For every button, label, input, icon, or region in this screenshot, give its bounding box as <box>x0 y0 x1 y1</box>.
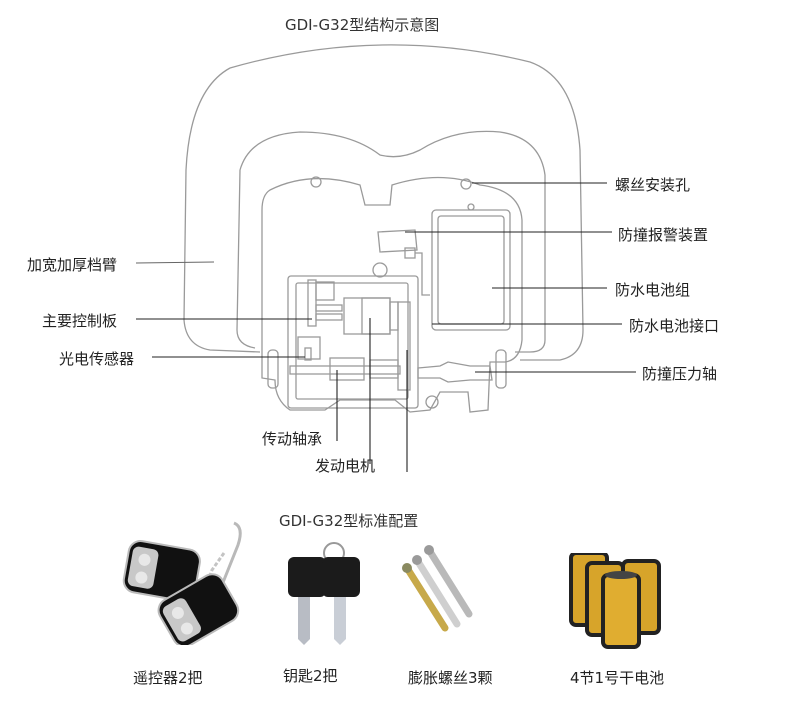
label-battery-port: 防水电池接口 <box>629 317 720 335</box>
photo-sensor <box>297 336 321 360</box>
key-icon <box>288 542 360 645</box>
pressure-shaft <box>417 361 493 383</box>
accessories-title: GDI-G32型标准配置 <box>279 512 419 530</box>
alarm-device <box>377 229 418 253</box>
label-photo-sensor: 光电传感器 <box>59 350 135 368</box>
remote-label: 遥控器2把 <box>133 669 203 687</box>
mounting-plate-outline <box>261 176 523 413</box>
inner-arm-outline <box>236 130 546 353</box>
label-arm: 加宽加厚档臂 <box>27 256 118 274</box>
bearing <box>329 357 365 381</box>
control-board <box>307 279 317 327</box>
battery-icon <box>569 553 661 649</box>
drive-shaft <box>289 365 401 375</box>
control-box-outer <box>287 275 419 409</box>
end-cap-right <box>495 349 507 389</box>
label-motor: 发动电机 <box>315 457 376 475</box>
label-pressure-shaft: 防撞压力轴 <box>642 365 718 383</box>
leader-arm <box>135 261 215 264</box>
screw-hole-left <box>310 176 322 188</box>
diagram-title: GDI-G32型结构示意图 <box>285 16 440 34</box>
bolts-label: 膨胀螺丝3颗 <box>408 669 493 687</box>
structure-diagram <box>135 44 636 472</box>
screw-hole-right <box>460 178 472 190</box>
outer-arm-outline <box>183 44 584 361</box>
label-control-board: 主要控制板 <box>42 312 118 330</box>
keys-label: 钥匙2把 <box>283 667 338 685</box>
label-screw-hole: 螺丝安装孔 <box>615 176 691 194</box>
battery-box-outer <box>431 209 511 331</box>
batteries-label: 4节1号干电池 <box>570 669 665 687</box>
motor-body <box>343 297 391 335</box>
label-bearing: 传动轴承 <box>262 430 323 448</box>
end-cap-left <box>267 349 279 389</box>
label-battery-pack: 防水电池组 <box>615 281 691 299</box>
remote-control-icon <box>122 521 242 645</box>
expansion-bolt-icon <box>402 545 473 632</box>
control-box-inner <box>295 282 409 400</box>
label-alarm: 防撞报警装置 <box>618 226 709 244</box>
